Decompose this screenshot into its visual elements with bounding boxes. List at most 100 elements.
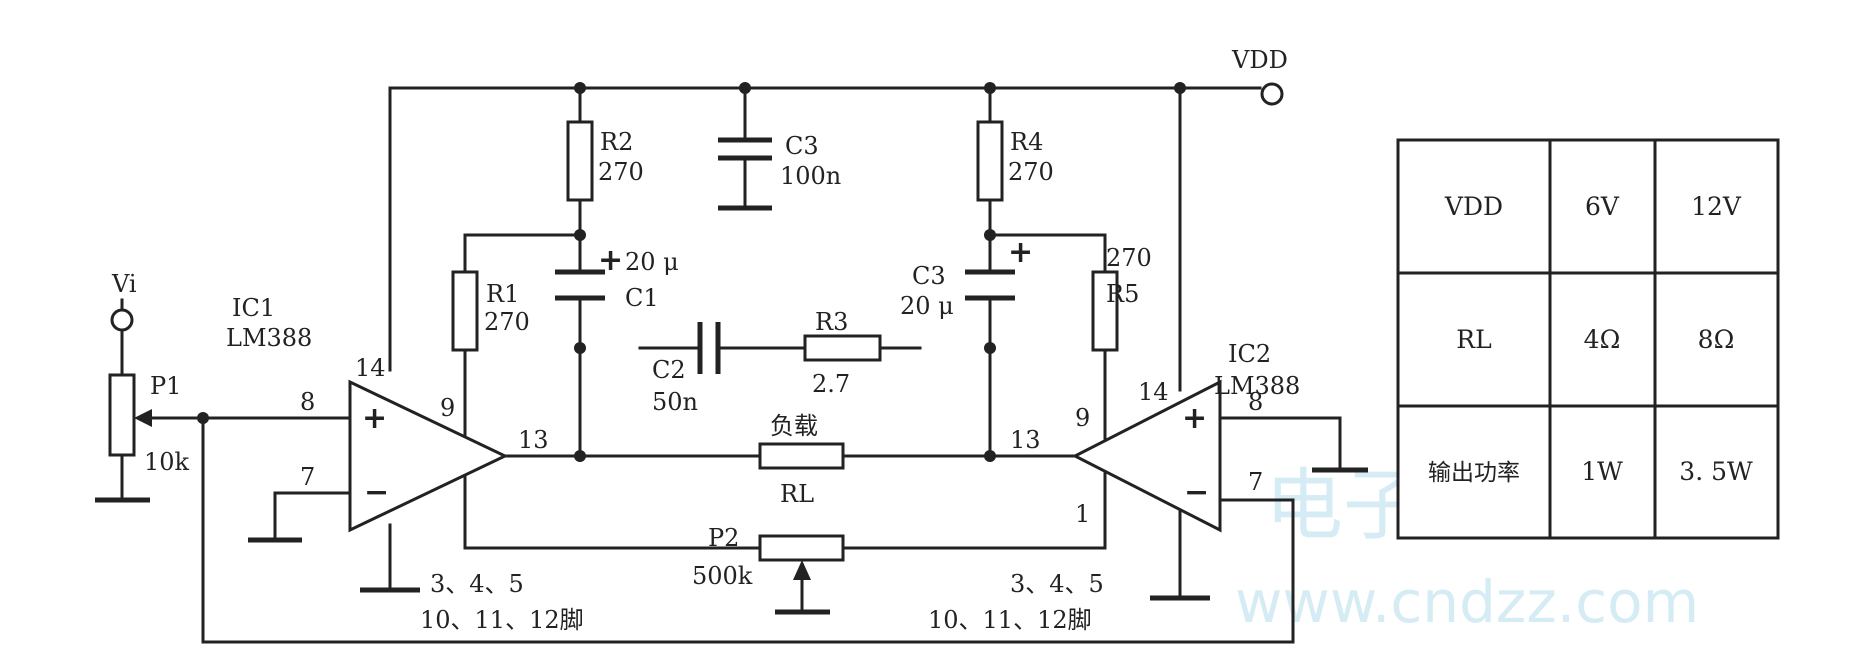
ic1-gnd-pins-2: 10、11、12脚 xyxy=(420,606,584,634)
ic1-minus-sign: − xyxy=(364,475,389,510)
vdd-label: VDD xyxy=(1231,46,1288,74)
ic2-minus-sign: − xyxy=(1184,475,1209,510)
p1-potentiometer xyxy=(108,373,136,457)
c2-value: 50n xyxy=(652,388,698,416)
c3-decouple-name: C3 xyxy=(785,132,819,160)
table-cell: 6V xyxy=(1585,192,1620,221)
ic2-pin-14: 14 xyxy=(1138,378,1169,406)
ic2-gnd-pins-2: 10、11、12脚 xyxy=(928,606,1092,634)
junction-dot xyxy=(739,82,751,94)
p2-potentiometer xyxy=(758,534,845,562)
load-resistor xyxy=(758,442,845,470)
r5-value: 270 xyxy=(1106,244,1152,272)
table-cell: RL xyxy=(1456,325,1491,354)
ic1-pin-13: 13 xyxy=(518,426,549,454)
p2-value: 500k xyxy=(692,562,753,590)
table-cell: 3. 5W xyxy=(1679,457,1753,486)
ic1-part: LM388 xyxy=(226,324,312,352)
junction-dot xyxy=(574,450,586,462)
p2-wiper-arrow xyxy=(793,560,811,580)
ic2-pin-9: 9 xyxy=(1075,404,1090,432)
ic1-pin-7: 7 xyxy=(300,463,315,491)
spec-table: VDD 6V 12V RL 4Ω 8Ω 输出功率 1W 3. 5W xyxy=(1396,138,1780,540)
ic2-gnd-pins-1: 3、4、5 xyxy=(1010,570,1104,598)
ic1-plus-sign: + xyxy=(362,401,387,436)
table-cell: VDD xyxy=(1444,192,1503,221)
c3-coupling-value: 20 μ xyxy=(900,292,954,320)
r1-resistor xyxy=(451,270,479,352)
c3-decouple-value: 100n xyxy=(780,162,841,190)
load-symbol: RL xyxy=(780,480,814,508)
load-name: 负载 xyxy=(770,412,818,440)
junction-dot xyxy=(574,82,586,94)
ic2-pin-8: 8 xyxy=(1248,388,1263,416)
junction-dot xyxy=(984,342,996,354)
r4-resistor xyxy=(976,120,1004,202)
c2-name: C2 xyxy=(652,356,686,384)
junction-dot xyxy=(574,342,586,354)
cross-feedback-wire xyxy=(201,416,1295,644)
c1-polarity: + xyxy=(598,243,623,278)
c3-coupling-polarity: + xyxy=(1008,235,1033,270)
r4-value: 270 xyxy=(1008,158,1054,186)
r1-value: 270 xyxy=(484,308,530,336)
junction-dot xyxy=(984,450,996,462)
ic1-pin-9: 9 xyxy=(440,394,455,422)
r2-name: R2 xyxy=(600,128,633,156)
table-cells: VDD 6V 12V RL 4Ω 8Ω 输出功率 1W 3. 5W xyxy=(1428,192,1753,486)
ic2-pin-13: 13 xyxy=(1010,426,1041,454)
r3-name: R3 xyxy=(815,308,848,336)
junction-dot xyxy=(574,229,586,241)
c2-capacitor xyxy=(697,322,721,374)
junctions xyxy=(197,82,1186,462)
c1-name: C1 xyxy=(625,284,659,312)
p1-name: P1 xyxy=(150,372,181,400)
p1-value: 10k xyxy=(144,448,190,476)
wires xyxy=(120,86,1342,644)
ic2-pin-7: 7 xyxy=(1248,468,1263,496)
ic1-amplifier-triangle xyxy=(348,379,509,533)
ic1-inv-wire xyxy=(273,491,352,542)
ic1-pin-14: 14 xyxy=(355,354,386,382)
r1-name: R1 xyxy=(486,280,519,308)
ic2-name: IC2 xyxy=(1228,340,1271,368)
ic1-name: IC1 xyxy=(232,294,275,322)
junction-dot xyxy=(1174,82,1186,94)
r2-resistor xyxy=(566,120,594,202)
ic2-pin-1: 1 xyxy=(1075,500,1090,528)
junction-dot xyxy=(197,412,209,424)
table-border xyxy=(1396,138,1780,540)
r5-resistor xyxy=(1091,270,1119,352)
ic1-gnd-pins-1: 3、4、5 xyxy=(430,570,524,598)
r3-value: 2.7 xyxy=(812,370,850,398)
c3-decouple-capacitor xyxy=(718,137,772,161)
vi-label: Vi xyxy=(111,270,137,298)
r4-name: R4 xyxy=(1010,128,1043,156)
c3-coupling-capacitor xyxy=(965,269,1015,301)
watermark-url: www.cndzz.com xyxy=(1235,568,1699,636)
r5-name: R5 xyxy=(1106,280,1139,308)
junction-dot xyxy=(984,229,996,241)
table-cell: 输出功率 xyxy=(1428,460,1520,486)
table-cell: 12V xyxy=(1691,192,1742,221)
r5-branch xyxy=(841,233,1107,550)
r3-resistor xyxy=(803,334,882,362)
table-cell: 1W xyxy=(1581,457,1623,486)
table-cell: 8Ω xyxy=(1698,325,1735,354)
ic1-pin-8: 8 xyxy=(300,388,315,416)
c1-value: 20 μ xyxy=(625,248,679,276)
ic2-amplifier-triangle xyxy=(1071,379,1222,533)
vdd-terminal xyxy=(1260,82,1284,106)
table-cell: 4Ω xyxy=(1584,325,1621,354)
ic2-part: LM388 xyxy=(1214,372,1300,400)
p1-wiper-arrow xyxy=(134,409,152,427)
junction-dot xyxy=(984,82,996,94)
labels: VDD Vi IC1 LM388 8 7 14 9 13 3、4、5 10、11… xyxy=(111,46,1300,634)
vi-terminal xyxy=(110,308,134,332)
c1-capacitor xyxy=(555,269,605,301)
r1-branch xyxy=(463,233,762,550)
ic2-noninv-wire xyxy=(1218,416,1342,472)
r2-value: 270 xyxy=(598,158,644,186)
